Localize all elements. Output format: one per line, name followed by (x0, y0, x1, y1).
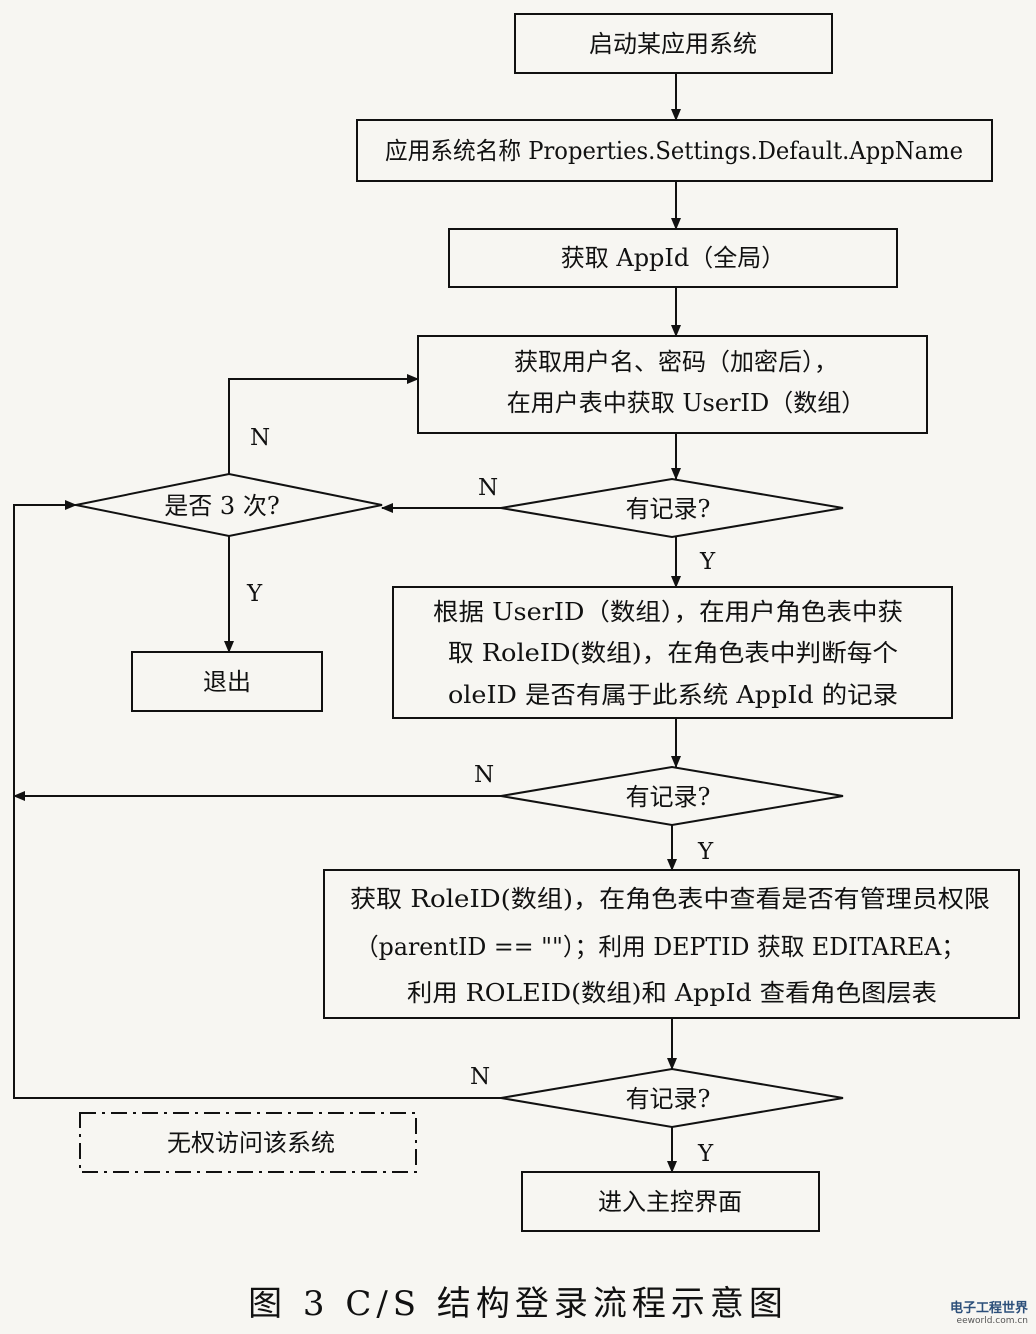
watermark-logo: 电子工程世界 eeworld.com.cn (950, 1297, 1028, 1326)
label-check1-no: N (478, 475, 498, 501)
login-text-1: 获取用户名、密码（加密后）， (514, 348, 838, 376)
check2-diamond (500, 765, 844, 827)
label-retry-no: N (250, 425, 270, 451)
start-text: 启动某应用系统 (589, 30, 757, 58)
label-check3-yes: Y (697, 1141, 714, 1167)
role-text-1: 根据 UserID（数组），在用户角色表中获 (433, 598, 903, 626)
arrow-check3-no (13, 500, 501, 1099)
label-retry-yes: Y (246, 581, 263, 607)
admin-text-3: 利用 ROLEID(数组)和 AppId 查看角色图层表 (407, 979, 937, 1007)
main-text: 进入主控界面 (598, 1188, 742, 1216)
appname-text: 应用系统名称 Properties.Settings.Default.AppNa… (385, 137, 963, 165)
watermark-site: eeworld.com.cn (956, 1316, 1028, 1326)
role-text-3: oleID 是否有属于此系统 AppId 的记录 (448, 681, 898, 709)
arrow-retry-no (228, 374, 419, 474)
check1-diamond (500, 477, 844, 539)
role-text-2: 取 RoleID(数组)，在角色表中判断每个 (448, 639, 898, 667)
admin-text-1: 获取 RoleID(数组)，在角色表中查看是否有管理员权限 (350, 885, 990, 913)
label-check1-yes: Y (699, 549, 716, 575)
denied-text: 无权访问该系统 (167, 1129, 335, 1157)
denied-box (79, 1112, 417, 1173)
watermark-name: 电子工程世界 (949, 1301, 1028, 1316)
check3-diamond (500, 1067, 844, 1129)
check1-text: 有记录? (626, 495, 711, 523)
label-check2-no: N (474, 762, 494, 788)
retry-text: 是否 3 次? (164, 492, 279, 520)
admin-text-2: （parentID == ""）；利用 DEPTID 获取 EDITAREA； (355, 933, 965, 961)
check2-text: 有记录? (626, 783, 711, 811)
appid-text: 获取 AppId（全局） (561, 244, 786, 272)
label-check3-no: N (470, 1064, 490, 1090)
login-text-2: 在用户表中获取 UserID（数组） (507, 389, 866, 417)
label-check2-yes: Y (697, 839, 714, 865)
check3-text: 有记录? (626, 1085, 711, 1113)
start-box (514, 13, 833, 74)
exit-text: 退出 (203, 668, 251, 696)
figure-caption: 图 3 C/S 结构登录流程示意图 (248, 1284, 788, 1324)
